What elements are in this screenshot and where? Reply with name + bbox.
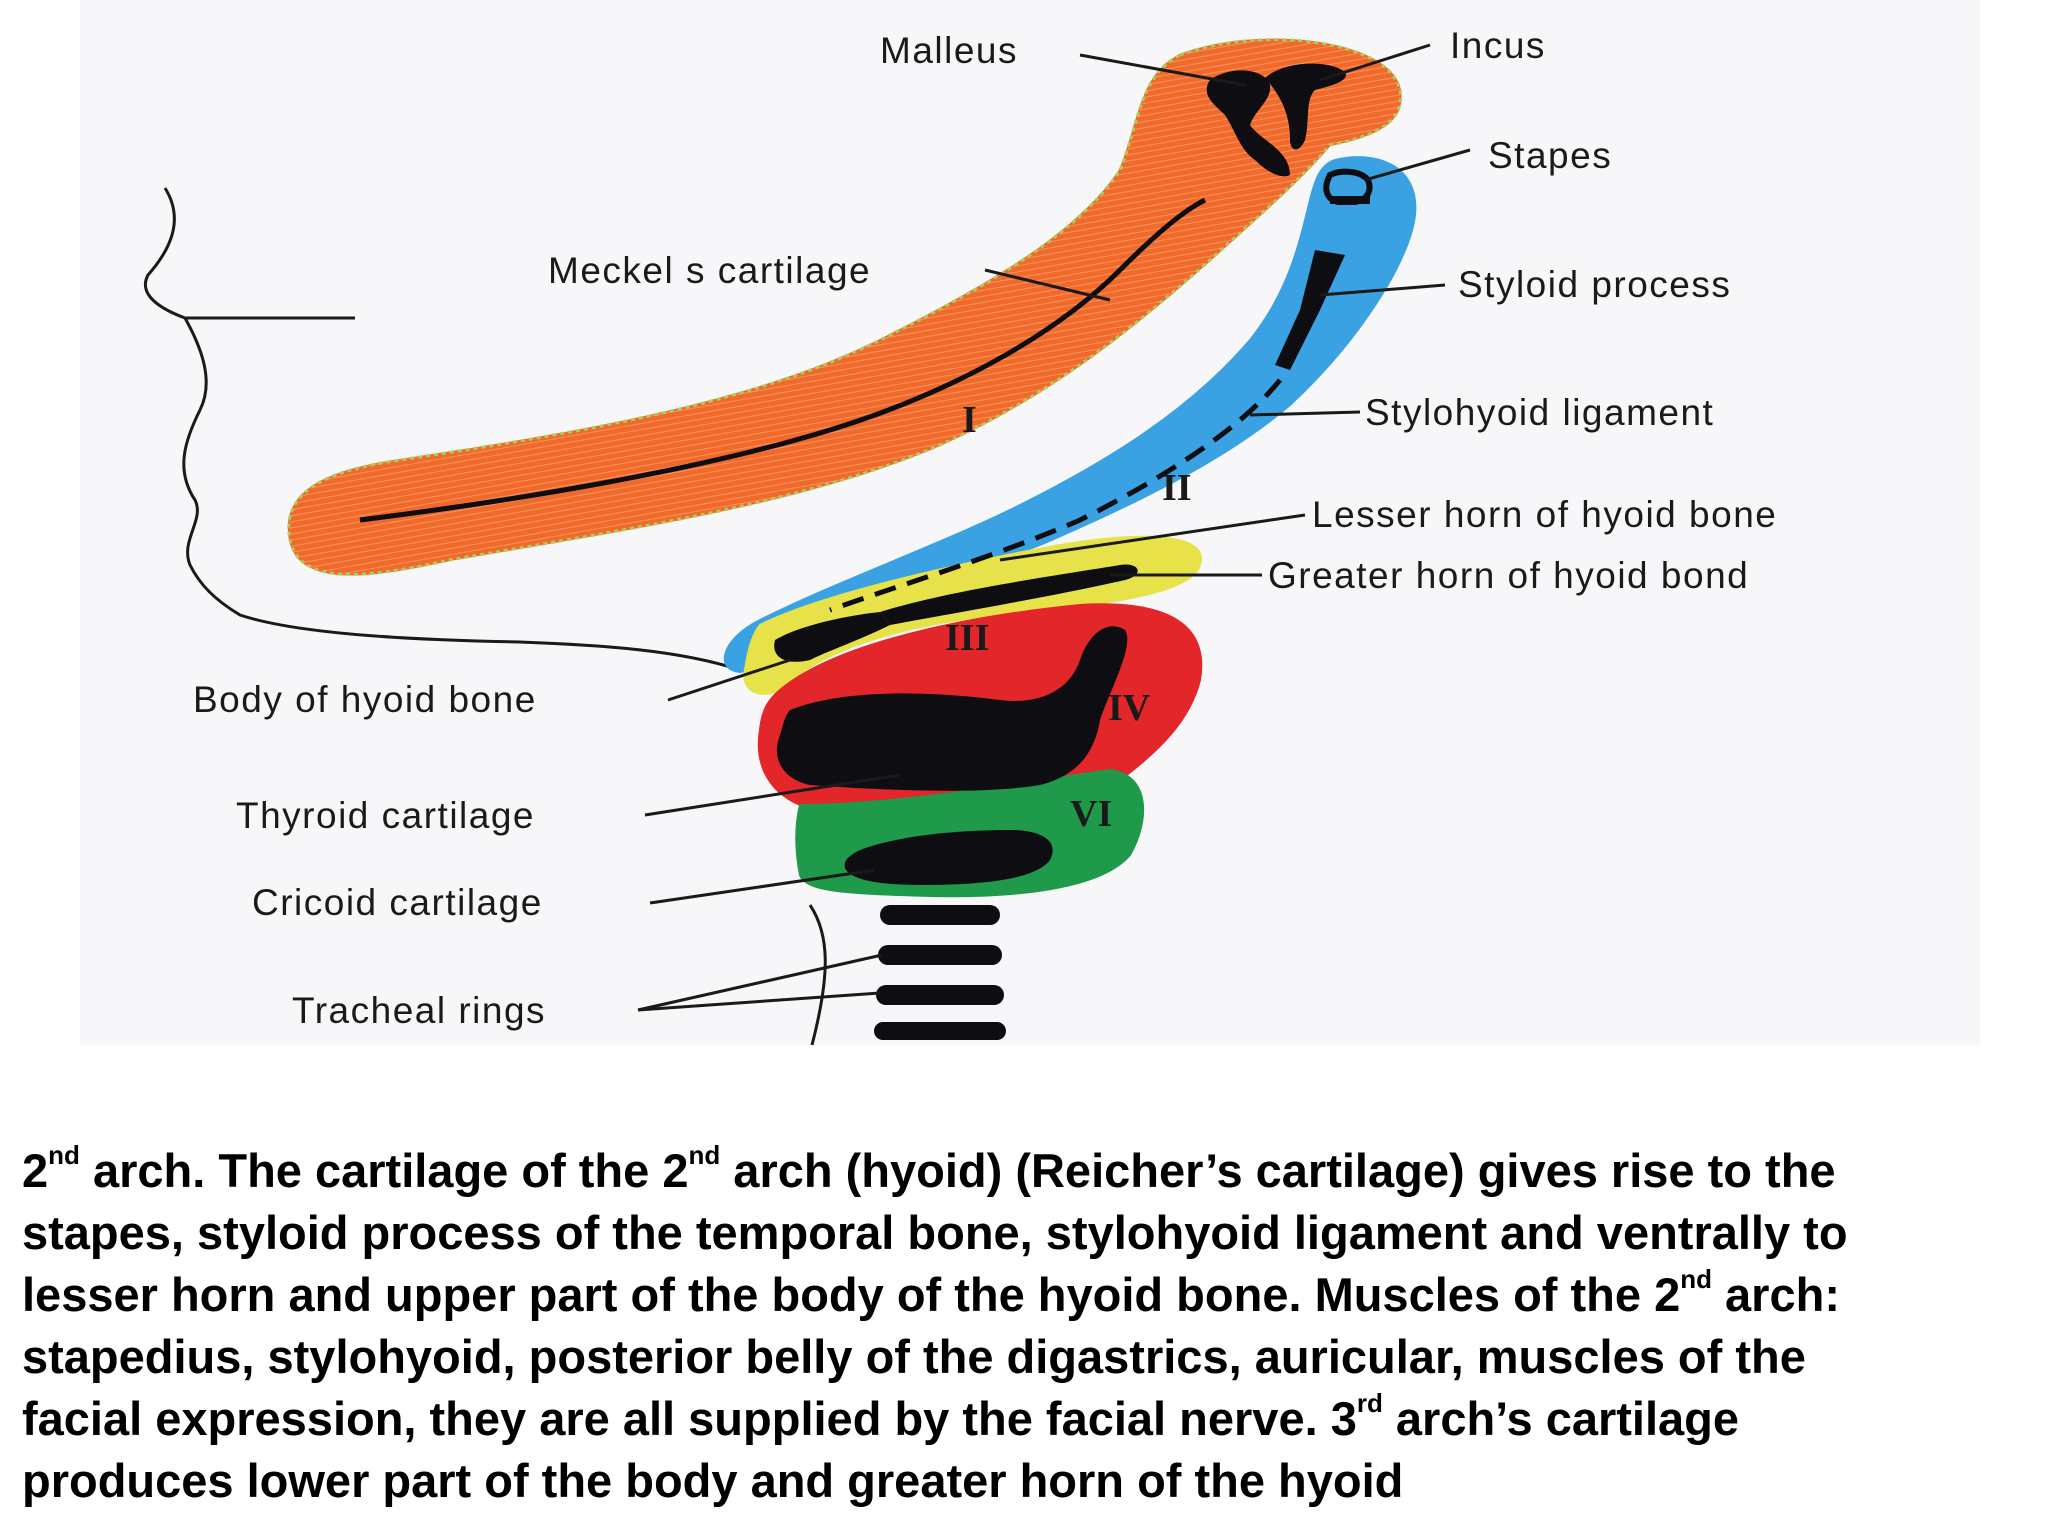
arch-numeral-i: I <box>962 399 977 441</box>
tracheal-ring <box>880 905 1000 925</box>
pharyngeal-arch-diagram: I II III IV VI Malleus Incus Stapes Meck… <box>143 25 1777 1046</box>
leader-stapes <box>1364 148 1471 182</box>
caption-line-3: lesser horn and upper part of the body o… <box>22 1264 1840 1321</box>
stylohyoid-ligament-line <box>829 378 1282 613</box>
caption-line-2: stapes, styloid process of the temporal … <box>22 1206 1848 1259</box>
incus-shape <box>1265 63 1346 150</box>
arch-numeral-vi: VI <box>1070 793 1112 835</box>
leader-styloid <box>1319 283 1446 297</box>
thyroid-cartilage-shape <box>776 626 1128 791</box>
leader-tracheal-a <box>637 953 883 1012</box>
arch-numeral-iii: III <box>945 617 989 659</box>
caption-line-5: facial expression, they are all supplied… <box>22 1388 1740 1445</box>
leader-body-hyoid <box>667 658 791 702</box>
label-malleus: Malleus <box>880 30 1018 71</box>
caption-text: 2nd arch. The cartilage of the 2nd arch … <box>22 1140 2032 1512</box>
label-incus: Incus <box>1450 25 1546 66</box>
label-tracheal-rings: Tracheal rings <box>292 990 546 1031</box>
arch-numeral-ii: II <box>1162 467 1192 509</box>
label-lesser-horn: Lesser horn of hyoid bone <box>1312 494 1777 535</box>
tracheal-ring <box>876 985 1004 1005</box>
hyoid-body-shape <box>774 612 890 662</box>
leader-incus <box>1319 43 1431 82</box>
label-body-of-hyoid: Body of hyoid bone <box>193 679 537 720</box>
leader-malleus <box>1079 53 1246 87</box>
label-thyroid-cartilage: Thyroid cartilage <box>236 795 535 836</box>
styloid-process-shape <box>1275 250 1345 370</box>
label-cricoid-cartilage: Cricoid cartilage <box>252 882 543 923</box>
leader-tracheal-b <box>637 991 881 1012</box>
leader-cricoid <box>649 868 876 905</box>
meckels-cartilage-rod <box>359 197 1207 523</box>
malleus-shape <box>1206 70 1290 177</box>
label-meckels-cartilage: Meckel s cartilage <box>548 250 871 291</box>
leader-meckels <box>984 268 1111 302</box>
caption-line-6: produces lower part of the body and grea… <box>22 1454 1404 1507</box>
cricoid-cartilage-shape <box>844 830 1053 885</box>
leader-lesser-horn <box>999 513 1306 562</box>
caption-line-4: stapedius, stylohyoid, posterior belly o… <box>22 1330 1806 1383</box>
label-stapes: Stapes <box>1488 135 1612 176</box>
greater-horn-shape <box>880 564 1138 625</box>
label-styloid-process: Styloid process <box>1458 264 1731 305</box>
leader-thyroid <box>644 773 901 817</box>
caption-line-1: 2nd arch. The cartilage of the 2nd arch … <box>22 1140 1836 1197</box>
label-greater-horn: Greater horn of hyoid bond <box>1268 555 1749 596</box>
arch-numeral-iv: IV <box>1108 687 1151 729</box>
leader-stylohyoid <box>1249 410 1361 417</box>
face-profile-outline <box>143 187 827 1046</box>
tracheal-ring <box>878 945 1002 965</box>
stapes-shape <box>1323 168 1373 205</box>
label-stylohyoid-ligament: Stylohyoid ligament <box>1365 392 1714 433</box>
tracheal-ring <box>874 1022 1006 1040</box>
